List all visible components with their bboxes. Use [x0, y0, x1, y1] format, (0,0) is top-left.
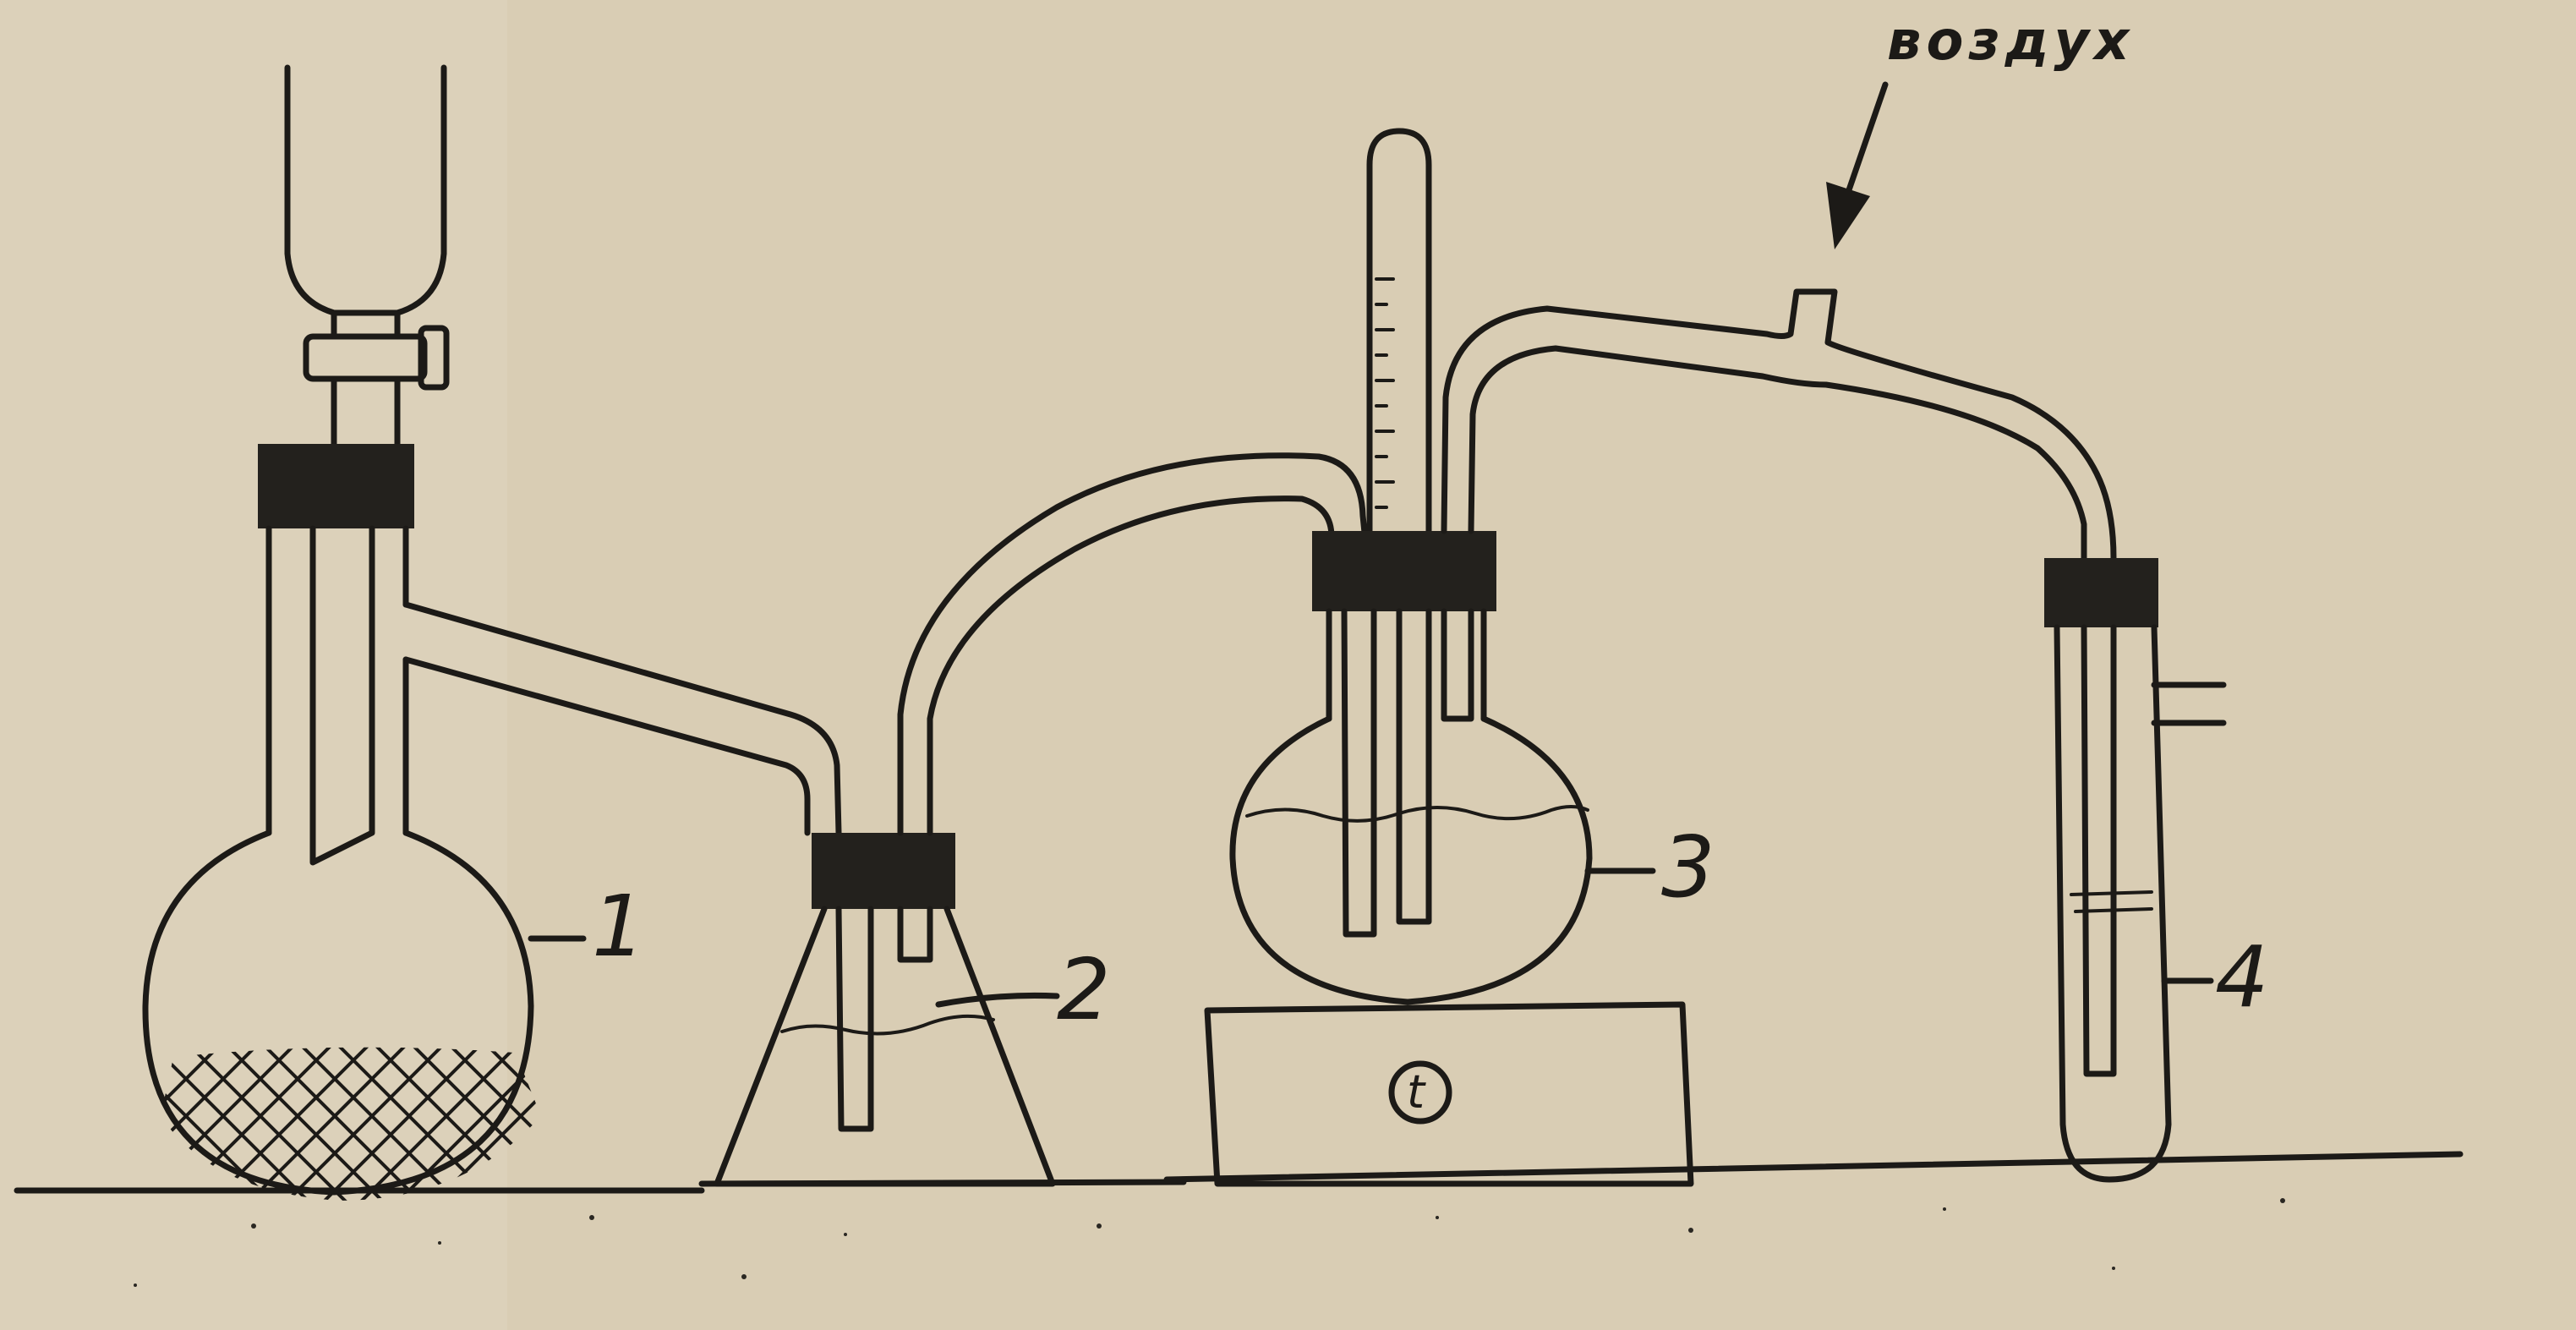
stopcock: [303, 333, 428, 382]
heater-symbol: t: [1407, 1065, 1426, 1119]
heater-box: [1204, 1001, 1694, 1187]
flask-2-leader: [935, 992, 1060, 1008]
stopcock-handle: [418, 325, 450, 391]
side-arm-lower: [402, 656, 811, 836]
flask-3-inlet-tube: [1341, 608, 1377, 938]
heater-symbol-circle: [1388, 1060, 1452, 1125]
tube-4-label: 4: [2215, 928, 2269, 1026]
flask-1-stopper: [258, 444, 414, 528]
flask-1-label: 1: [592, 877, 646, 976]
air-arrow-head: [1826, 182, 1870, 249]
flask-2-liquid-level: [780, 1014, 995, 1036]
thermometer-scale: [1375, 277, 1395, 509]
air-label: воздух: [1887, 10, 2134, 73]
tube-4-liquid-level: [2070, 890, 2153, 896]
flask-3-label: 3: [1661, 818, 1715, 917]
tube-2-to-3-inner: [927, 495, 1335, 836]
flask-2-label: 2: [1057, 940, 1111, 1039]
tube-4-body: [2054, 624, 2172, 1183]
tube-4-stopper: [2044, 558, 2158, 627]
tube-4-inner-tube: [2081, 624, 2117, 1077]
thermometer: [1366, 128, 1432, 545]
flask-2: 2: [714, 452, 1369, 1187]
tube-4: 4: [2044, 558, 2269, 1183]
surface-speckles: [134, 1198, 2285, 1287]
flask-2-outlet-tube: [897, 906, 933, 963]
tube-3-to-4-inner: [1468, 345, 2087, 561]
flask-3: воздух t 3: [1204, 10, 2134, 1187]
funnel-stem: [309, 525, 375, 866]
tube-4-liquid-level-2: [2074, 907, 2153, 913]
flask-3-stopper: [1312, 531, 1496, 611]
thermometer-bulb-stem: [1396, 608, 1432, 925]
air-arrow-shaft: [1840, 81, 1889, 211]
side-arm-upper: [402, 601, 842, 836]
flask-2-inlet-tube: [835, 906, 874, 1132]
flask-1: 1: [142, 64, 842, 1201]
tube-2-to-3-outer: [897, 452, 1369, 836]
flask-1-solid-reagent: [161, 1047, 541, 1201]
flask-3-outlet-tube: [1441, 608, 1474, 722]
flask-2-stopper: [812, 833, 955, 909]
flask-2-body: [714, 906, 1056, 1187]
funnel-top: [284, 64, 447, 316]
flask-3-bulb: [1229, 715, 1593, 1005]
tube-3-to-4-outer: [1441, 288, 2117, 561]
